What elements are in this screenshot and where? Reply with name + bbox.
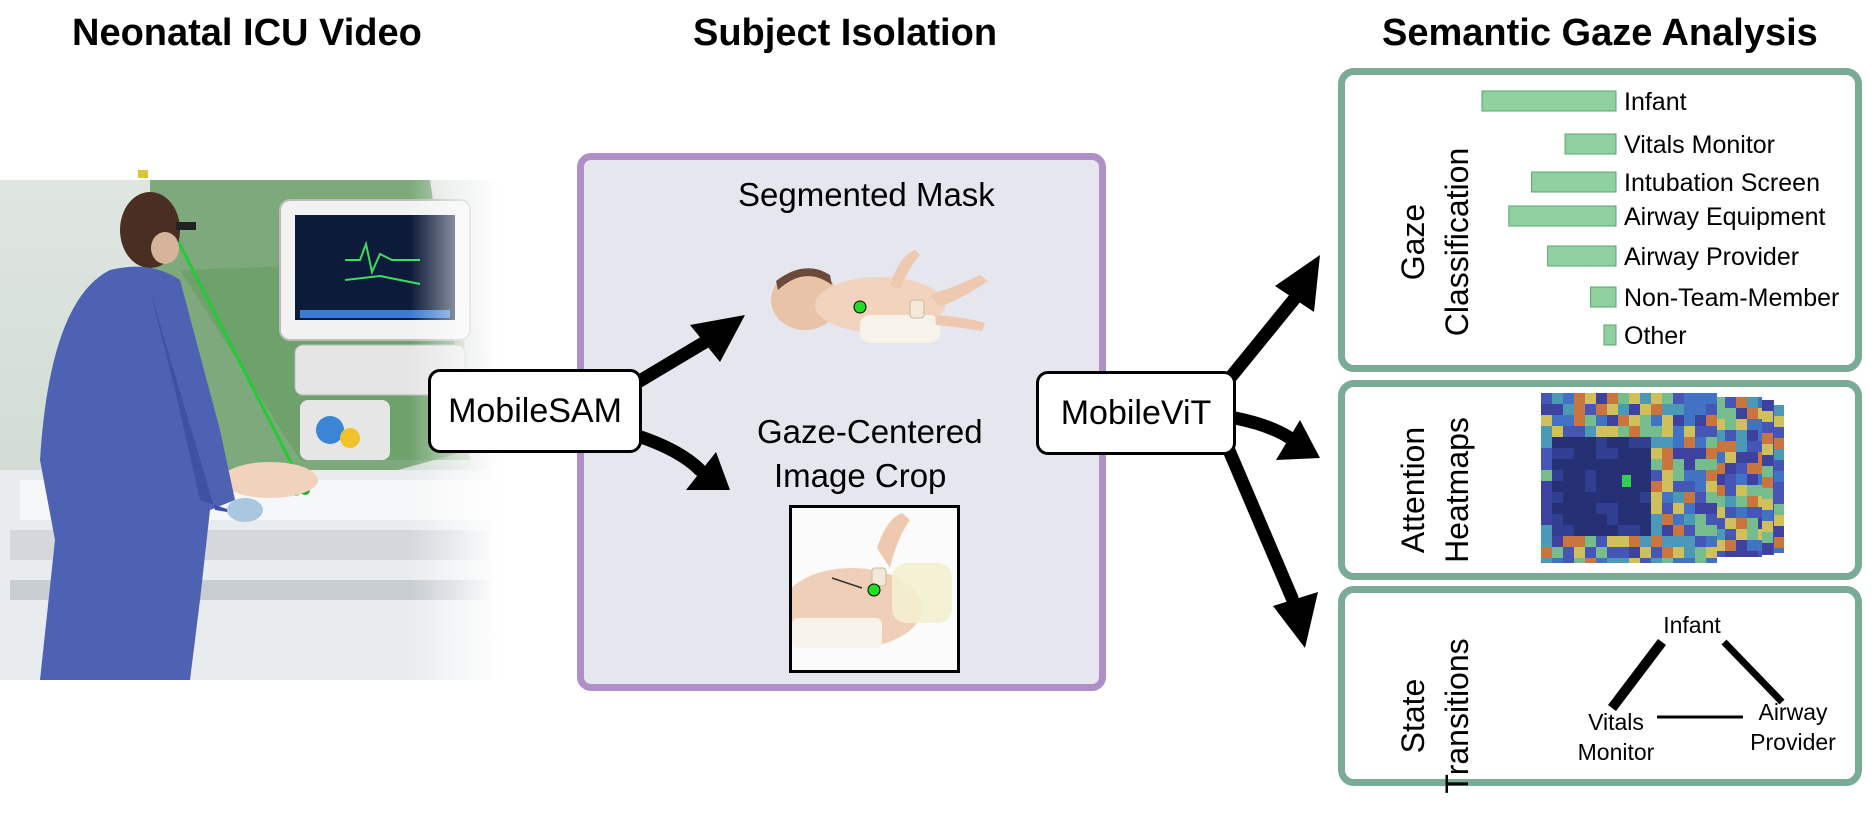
bar-label: Airway Provider — [1624, 243, 1799, 271]
title-video: Neonatal ICU Video — [72, 12, 422, 54]
node-airway-line1: Airway — [1758, 699, 1828, 725]
mobilesam-label: MobileSAM — [448, 391, 622, 430]
bar-airway-provider — [1547, 245, 1617, 267]
segmented-mask-label: Segmented Mask — [738, 176, 995, 213]
edge-infant-airway — [1721, 639, 1785, 705]
bar-other — [1603, 324, 1617, 346]
mobilesam-box: MobileSAM — [428, 369, 642, 453]
node-airway-provider: Airway Provider — [1738, 697, 1848, 757]
state-transition-edges — [1608, 638, 1785, 719]
title-isolation: Subject Isolation — [693, 12, 998, 54]
bar-label: Other — [1624, 322, 1687, 350]
attention-heatmap-stack — [1541, 393, 1784, 563]
nicu-video-frame — [0, 170, 500, 680]
bar-label: Airway Equipment — [1624, 203, 1826, 231]
bar-label: Vitals Monitor — [1624, 131, 1775, 159]
node-vitals-line1: Vitals — [1588, 709, 1644, 735]
segmented-infant-image — [771, 250, 988, 343]
mobilevit-label: MobileViT — [1060, 393, 1212, 432]
gaze-centered-crop — [789, 505, 960, 673]
bar-vitals-monitor — [1564, 133, 1617, 155]
node-vitals-monitor: Vitals Monitor — [1566, 707, 1666, 767]
bar-airway-equipment — [1508, 205, 1617, 227]
bar-label: Intubation Screen — [1624, 169, 1820, 197]
mobilevit-box: MobileViT — [1036, 371, 1236, 455]
bar-non-team-member — [1590, 286, 1617, 308]
node-infant: Infant — [1663, 612, 1721, 638]
heatmap-tile — [1541, 393, 1717, 563]
bar-intubation-screen — [1531, 171, 1617, 193]
bar-label: Non-Team-Member — [1624, 284, 1839, 312]
flow-arrows — [626, 255, 1320, 648]
edge-infant-vitals — [1608, 638, 1666, 712]
node-vitals-line2: Monitor — [1577, 739, 1655, 765]
crop-label-line1: Gaze-Centered — [757, 413, 983, 450]
crop-label-line2: Image Crop — [774, 457, 947, 494]
title-analysis: Semantic Gaze Analysis — [1382, 12, 1818, 54]
node-airway-line2: Provider — [1750, 729, 1836, 755]
heatmap-gaze-point — [1622, 475, 1631, 487]
state-transitions-panel — [1338, 586, 1862, 786]
bar-infant — [1481, 90, 1617, 112]
cropped-infant-image — [792, 508, 957, 670]
bar-label: Infant — [1624, 88, 1687, 116]
